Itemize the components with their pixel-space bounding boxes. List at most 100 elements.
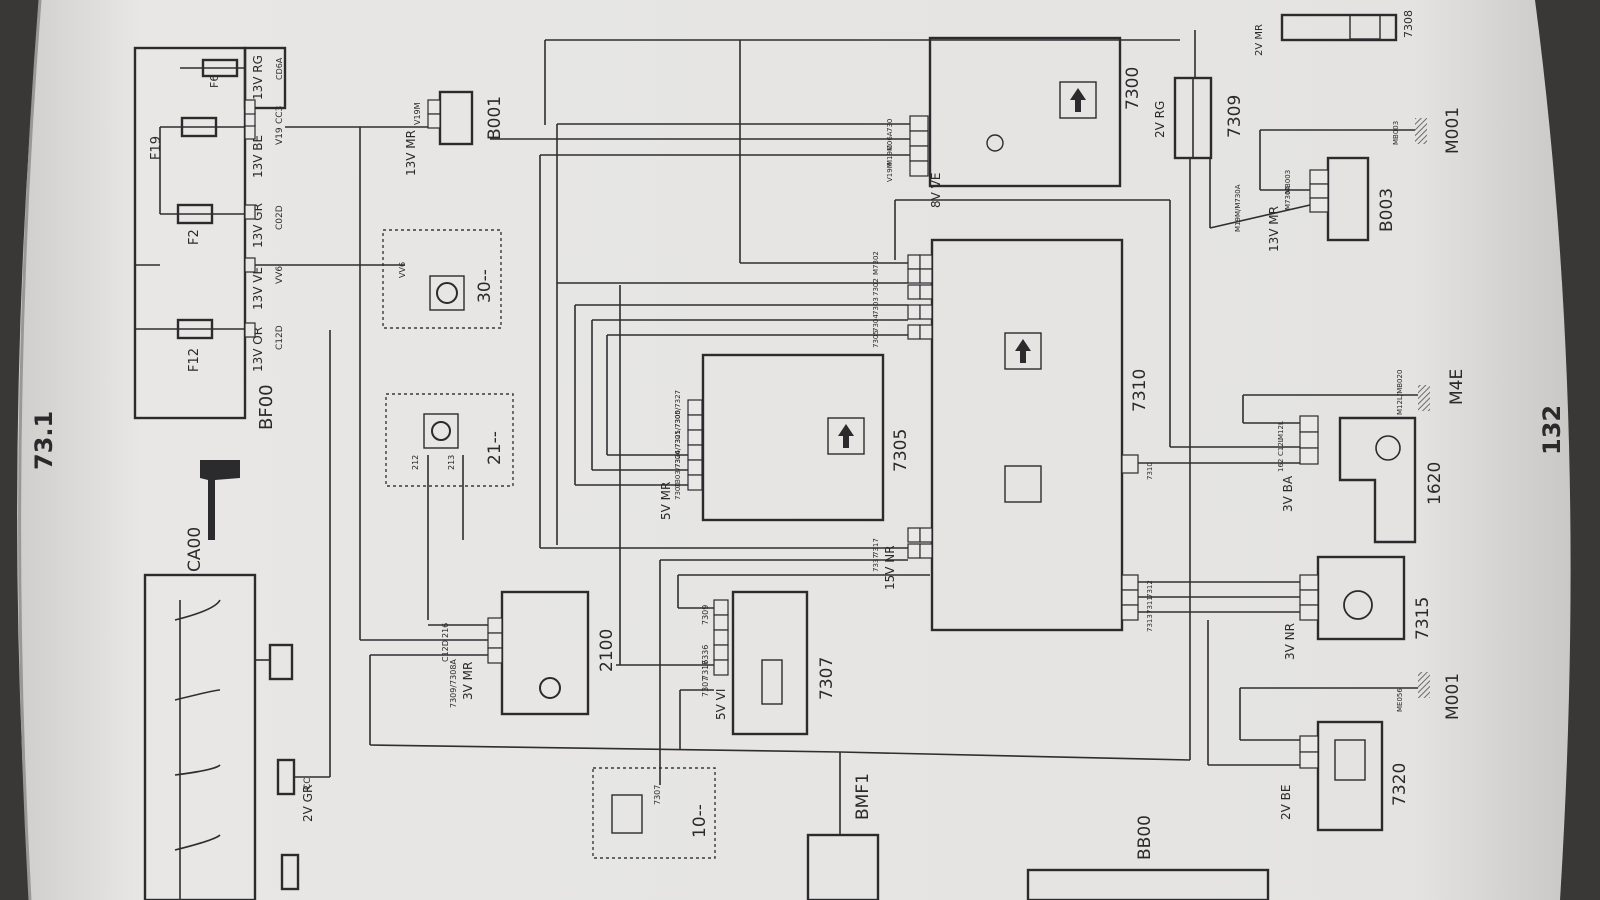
harness-label: 13V MR: [404, 130, 418, 176]
harness-label: 2V MR: [1254, 24, 1265, 56]
wire-label: V19M: [413, 102, 422, 125]
component-21: 21-- 212 213: [385, 393, 514, 620]
component-label: 7309: [1225, 95, 1245, 138]
wire-label: C06A: [886, 131, 894, 150]
component-1620: 1620 3V BA M12L C12L 162: [1169, 200, 1445, 544]
component-label: 1620: [1425, 462, 1445, 505]
component-label: 2100: [597, 629, 617, 672]
lamp-icon: [986, 134, 1004, 152]
component-7309: 7309 2V RG: [1153, 30, 1245, 760]
key-icon: [200, 460, 240, 540]
fuse-f19: [160, 116, 245, 138]
component-7315: 7315 3V NR: [1207, 555, 1433, 765]
component-label: BB00: [1135, 815, 1155, 860]
ignition-harness: 2V GR: [301, 785, 315, 822]
harness-label: 13V MR: [1267, 206, 1281, 252]
wire-label: CC3: [275, 106, 285, 124]
wire-label: 7305/7327: [674, 390, 682, 428]
wire-label: CD6A: [275, 57, 284, 80]
ignition-switch-name: CA00: [185, 527, 205, 572]
wire-label: 7336: [701, 645, 710, 665]
wire-label: MB003: [1284, 170, 1292, 194]
harness-label: 3V NR: [1283, 623, 1297, 660]
component-label: 7307: [817, 657, 837, 700]
component-7305: 7305 5V MR 7305/7327 7301/7300 7304/7325…: [574, 305, 911, 522]
harness-label: 3V BA: [1281, 475, 1295, 512]
component-label: B003: [1377, 188, 1397, 232]
harness-label: 5V MR: [659, 482, 673, 520]
wire-label: 7302: [872, 278, 880, 296]
wire-label: M19M/M730A: [1234, 184, 1242, 232]
component-30: 30-- VV6: [255, 229, 502, 329]
ground-m001-bottom: M001 ME056: [1239, 672, 1463, 741]
wire-label: 7317: [872, 538, 880, 556]
relay-coil-icon: [761, 659, 783, 705]
wire-label: V19M: [886, 162, 894, 182]
component-label: 7320: [1390, 763, 1410, 806]
wire-label: 7303: [872, 297, 880, 315]
component-7300: 7300 8V VE 730 C06A M19M V19M: [490, 36, 1143, 548]
wire-label: 7309: [701, 605, 710, 625]
component-label: 7305: [891, 429, 911, 472]
component-label: 21--: [485, 431, 505, 465]
harness-label: 15V NR: [883, 545, 897, 590]
component-label: 7310: [1130, 369, 1150, 412]
component-2100: 2100 3V MR 216 C12D 7309/7308A: [359, 175, 617, 745]
wire-label: M7302: [872, 251, 880, 275]
generator-icon: [1375, 435, 1401, 461]
harness-label: 8V VE: [929, 173, 943, 208]
fuse-f12-label: F12: [187, 348, 202, 372]
ground-m4e: M4E M12L/MB020: [1242, 369, 1467, 424]
wire-label: 212: [411, 455, 420, 470]
harness-label: 13V OR: [251, 327, 265, 372]
wire-label: M12L/MB020: [1396, 370, 1404, 415]
fuse-f2: [160, 203, 245, 225]
harness-label: 3V MR: [461, 662, 475, 700]
lamp-icon: [436, 282, 458, 304]
component-label: 30--: [475, 269, 495, 303]
arrow-icon: [1070, 88, 1086, 112]
wire-label: 7310: [1146, 462, 1154, 480]
motor-icon: [1343, 590, 1373, 620]
fuse-f12: [135, 318, 245, 340]
wire-label: C12D: [441, 640, 450, 662]
component-label: BMF1: [853, 773, 873, 820]
wire-label: 7300: [674, 482, 682, 500]
wire-label: VV6: [398, 262, 407, 278]
component-label: 10--: [690, 804, 710, 838]
bmf1-box: [806, 833, 880, 900]
wire-label: M730A: [1284, 186, 1292, 210]
wire-label: V19: [275, 127, 285, 145]
arrow-icon: [1015, 339, 1031, 363]
wire-label: 213: [447, 455, 456, 470]
component-label: M001: [1443, 673, 1463, 720]
harness-label: 2V RG: [1153, 101, 1167, 138]
wire-label: VV6: [275, 266, 285, 284]
wire-label: 7316: [701, 660, 710, 680]
ground-m001-top: M001 MB003: [1392, 107, 1463, 154]
component-label: 7308: [1402, 10, 1415, 38]
component-b003: B003 13V MR M19M/M730A M730A MB003: [1209, 129, 1415, 252]
component-label: M001: [1443, 107, 1463, 154]
component-7320: 7320 2V BE: [1208, 720, 1410, 832]
wire-label: 162: [1277, 459, 1285, 472]
fuse-f2-label: F2: [187, 229, 202, 245]
wire-label: 7307: [653, 785, 662, 805]
wire-label: 7309/7308A: [449, 659, 458, 708]
wire-label: 7304: [872, 314, 880, 332]
solenoid-valve-icon: [1334, 739, 1366, 781]
wire-label: 7313: [1146, 614, 1154, 632]
headlamp-icon: [431, 421, 451, 441]
fuse-f19-label: F19: [149, 136, 164, 160]
wire-label: M19M: [886, 145, 894, 166]
fuse-box-bf00: BF00 F12 F2 F19 F6 13V OR 13V VE 13V GR …: [133, 46, 287, 430]
component-10: 10-- 7307: [592, 560, 716, 859]
wire-label: 7303/7326: [674, 449, 682, 488]
harness-label: 13V BE: [251, 135, 265, 178]
component-label: 7315: [1413, 597, 1433, 640]
wire-label: MB003: [1392, 121, 1400, 145]
component-7310: 7310 15V NR M7302 7302 7303 7304 7305 73…: [540, 40, 1300, 632]
ignition-wire: CC: [303, 777, 313, 790]
wire-label: 7305: [872, 330, 880, 348]
